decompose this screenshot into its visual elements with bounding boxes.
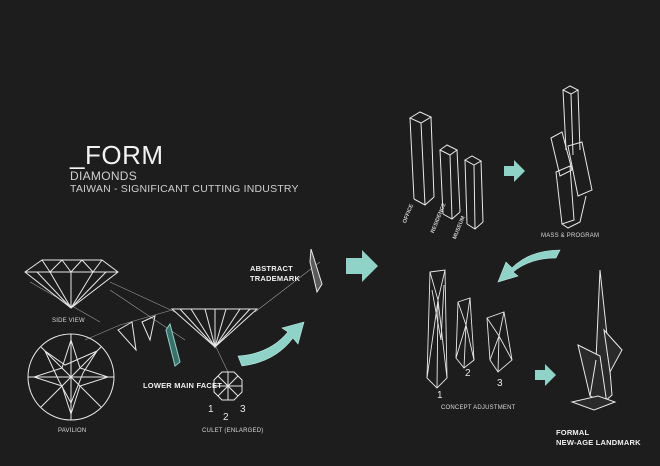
abstract-trademark-shape (309, 248, 323, 294)
culet-number-1: 1 (208, 404, 214, 415)
lower-main-facet-label: LOWER MAIN FACET (143, 381, 223, 390)
arrow-right-final-icon (535, 364, 556, 386)
page-subtitle: DIAMONDS (70, 169, 138, 183)
side-view-label: SIDE VIEW (52, 318, 85, 324)
abstract-label: ABSTRACT (250, 264, 293, 273)
landmark-label: NEW-AGE LANDMARK (556, 438, 641, 447)
concept-number-1: 1 (437, 390, 443, 401)
landmark-spire (570, 269, 623, 411)
concept-crystals (426, 269, 513, 389)
page-tagline: TAIWAN - SIGNIFICANT CUTTING INDUSTRY (70, 183, 299, 195)
pavilion-cone (170, 308, 259, 349)
curved-arrow-return-icon (497, 249, 561, 283)
diamond-pavilion (27, 333, 115, 421)
culet-number-3: 3 (240, 404, 246, 415)
concept-number-3: 3 (497, 378, 503, 389)
mass-program-form (550, 85, 593, 229)
culet-number-2: 2 (223, 412, 229, 423)
facet-fragments (117, 315, 156, 352)
program-towers (408, 111, 484, 230)
concept-number-2: 2 (465, 368, 471, 379)
concept-adjustment-label: CONCEPT ADJUSTMENT (441, 405, 516, 411)
trademark-label: TRADEMARK (250, 274, 301, 283)
mass-program-label: MASS & PROGRAM (541, 233, 600, 239)
curved-arrow-icon (237, 321, 305, 367)
arrow-right-icon (346, 250, 378, 282)
lower-main-facet-shape (165, 322, 181, 367)
diamond-side-view (24, 259, 119, 309)
arrow-right-small-icon (504, 160, 525, 182)
culet-label: CULET (ENLARGED) (202, 428, 264, 434)
formal-label: FORMAL (556, 428, 590, 437)
page-title: _FORM (70, 140, 164, 170)
pavilion-label: PAVILION (58, 428, 87, 434)
culet-octagon (213, 371, 243, 401)
